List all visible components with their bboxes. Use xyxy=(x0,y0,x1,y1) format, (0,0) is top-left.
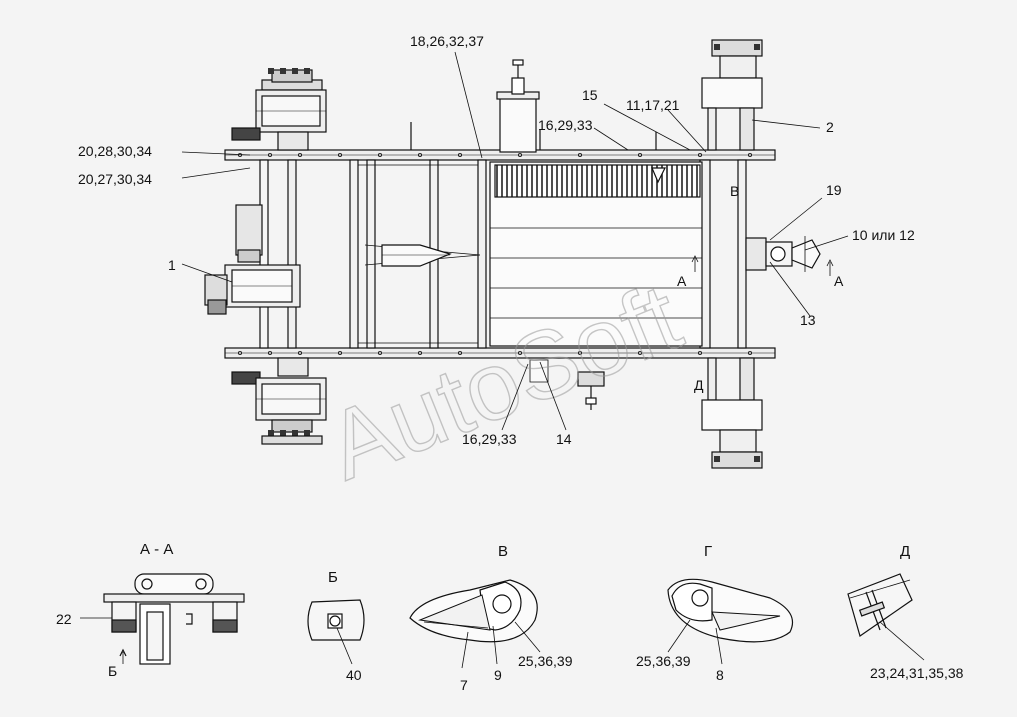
radiator-box xyxy=(489,161,703,347)
callout-16-29-33-top: 16,29,33 xyxy=(538,117,593,133)
rear-wheel-bottom xyxy=(231,357,327,445)
view-g-label-8: 8 xyxy=(716,667,724,683)
view-v-label-7: 7 xyxy=(460,677,468,693)
callout-v: В xyxy=(730,183,739,199)
view-aa-label-22: 22 xyxy=(56,611,72,627)
callout-18-26-32-37: 18,26,32,37 xyxy=(410,33,484,49)
callout-d: Д xyxy=(694,377,704,393)
main-view xyxy=(204,39,821,469)
rear-wheel-top xyxy=(231,68,327,151)
view-b-title: Б xyxy=(328,569,338,586)
view-d-title: Д xyxy=(900,543,910,560)
rear-axle xyxy=(204,159,301,349)
frame-rail-bottom xyxy=(224,347,776,359)
callout-20-28-30-34: 20,28,30,34 xyxy=(78,143,152,159)
detail-view-g: Г 25,36,39 8 xyxy=(636,543,794,683)
bottom-fitting xyxy=(529,359,605,410)
callout-10-or-12: 10 или 12 xyxy=(852,227,915,243)
view-aa-title: А - А xyxy=(140,541,173,558)
front-wheel-top xyxy=(701,39,763,151)
front-wheel-bottom xyxy=(701,357,763,469)
section-view-aa: А - А 22 Б xyxy=(56,541,245,679)
view-d-label-23-24-31-35-38: 23,24,31,35,38 xyxy=(870,665,964,681)
view-v-label-9: 9 xyxy=(494,667,502,683)
callout-19: 19 xyxy=(826,182,842,198)
drawbar-cone xyxy=(364,244,481,267)
callout-20-27-30-34: 20,27,30,34 xyxy=(78,171,152,187)
callout-a-left: А xyxy=(677,273,687,289)
view-v-label-25-36-39: 25,36,39 xyxy=(518,653,573,669)
callout-15: 15 xyxy=(582,87,598,103)
leader-lines xyxy=(181,51,849,431)
detail-view-d: Д 23,24,31,35,38 xyxy=(847,543,964,681)
callout-2: 2 xyxy=(826,119,834,135)
filter-cylinder xyxy=(410,59,657,153)
callouts: 18,26,32,37 15 11,17,21 2 16,29,33 20,28… xyxy=(78,33,915,447)
callout-14: 14 xyxy=(556,431,572,447)
detail-view-v: В 7 9 25,36,39 xyxy=(409,543,573,693)
callout-11-17-21: 11,17,21 xyxy=(626,97,680,113)
view-g-label-25-36-39: 25,36,39 xyxy=(636,653,691,669)
callout-a-right: А xyxy=(834,273,844,289)
callout-13: 13 xyxy=(800,312,816,328)
view-g-title: Г xyxy=(704,543,712,560)
view-b-label-40: 40 xyxy=(346,667,362,683)
view-v-title: В xyxy=(498,543,508,560)
callout-1: 1 xyxy=(168,257,176,273)
detail-view-b: Б 40 xyxy=(307,569,365,683)
hitch-assembly xyxy=(745,236,821,272)
callout-16-29-33-bottom: 16,29,33 xyxy=(462,431,517,447)
view-aa-label-b: Б xyxy=(108,663,117,679)
